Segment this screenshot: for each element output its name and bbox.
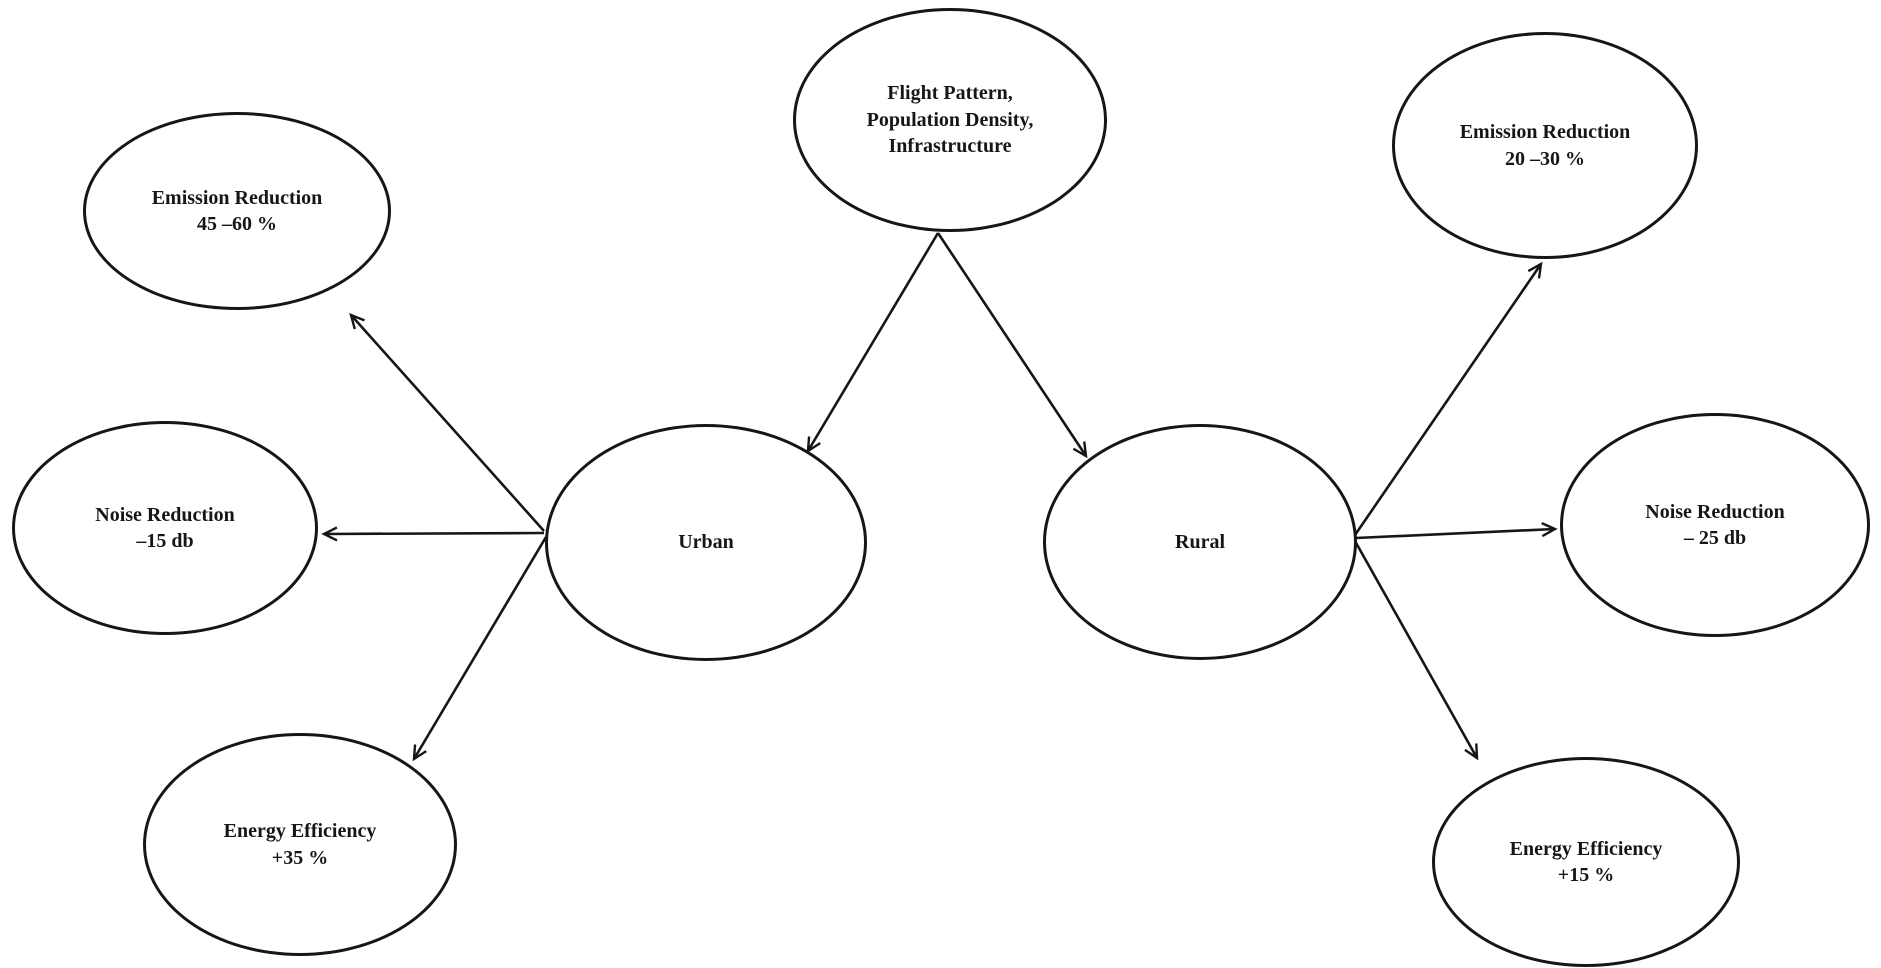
node-flight-pattern: Flight Pattern, Population Density, Infr… <box>793 8 1107 232</box>
node-urban: Urban <box>545 424 867 661</box>
arrow-flight-to-urban <box>806 232 940 454</box>
node-rural: Rural <box>1043 424 1357 660</box>
arrow-urban-to-emission <box>349 312 545 532</box>
node-label-line: – 25 db <box>1683 527 1747 549</box>
node-label-line: Energy Efficiency <box>223 820 377 843</box>
arrow-rural-to-noise <box>1355 521 1558 540</box>
arrow-flight-to-rural <box>936 232 1088 459</box>
node-label-line: Noise Reduction <box>1645 500 1785 523</box>
arrow-rural-to-energy <box>1353 540 1479 761</box>
node-label-line: Rural <box>1175 530 1225 553</box>
node-label-line: –15 db <box>136 530 194 552</box>
node-energy-efficiency-rural: Energy Efficiency +15 % <box>1432 757 1740 967</box>
arrow-urban-to-noise <box>321 526 545 542</box>
arrow-urban-to-energy <box>412 536 548 762</box>
node-noise-reduction-rural: Noise Reduction – 25 db <box>1560 413 1870 637</box>
node-label-line: Energy Efficiency <box>1509 837 1663 860</box>
node-label-line: Emission Reduction <box>1459 121 1631 144</box>
node-label-line: Noise Reduction <box>95 503 235 526</box>
node-label-line: +35 % <box>271 846 329 869</box>
node-label-line: 20 –30 % <box>1505 147 1585 170</box>
node-label-line: Flight Pattern, <box>887 82 1013 105</box>
node-label-line: Infrastructure <box>888 135 1012 158</box>
node-emission-reduction-urban: Emission Reduction 45 –60 % <box>83 112 391 310</box>
node-label-line: Emission Reduction <box>151 186 323 209</box>
node-label-line: Population Density, <box>866 108 1034 131</box>
arrow-rural-to-emission <box>1353 261 1543 536</box>
node-noise-reduction-urban: Noise Reduction –15 db <box>12 421 318 635</box>
node-emission-reduction-rural: Emission Reduction 20 –30 % <box>1392 32 1698 259</box>
node-label-line: Urban <box>678 531 734 554</box>
node-label-line: +15 % <box>1557 864 1615 886</box>
node-label-line: 45 –60 % <box>197 213 277 235</box>
node-energy-efficiency-urban: Energy Efficiency +35 % <box>143 733 457 956</box>
